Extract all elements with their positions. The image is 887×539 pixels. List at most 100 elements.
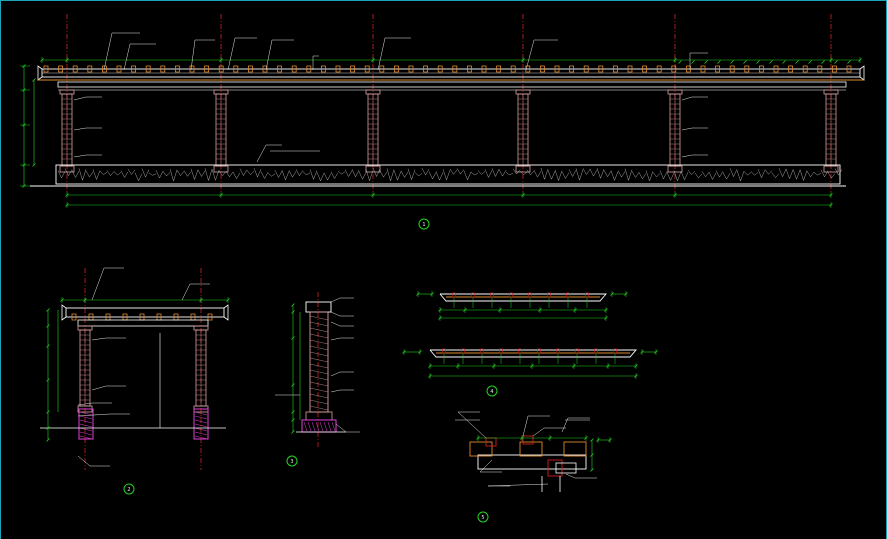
dimension-tick (418, 350, 422, 354)
dimension-tick (291, 383, 295, 387)
footing-hatch (194, 419, 208, 424)
purlin-spacing-tick (834, 60, 838, 64)
column-hatch (309, 405, 329, 411)
dimension-tick (46, 324, 50, 328)
purlin-block (335, 65, 341, 73)
top-callout (123, 43, 156, 71)
stone-joint (78, 168, 87, 181)
dimension-tick (219, 193, 223, 197)
purlin-block (207, 313, 213, 321)
stone-joint (365, 169, 374, 182)
stone-joint (813, 172, 822, 176)
beam-detail-drawing (402, 291, 658, 379)
dimension-tick (610, 292, 614, 296)
caption-number: 3 (290, 459, 293, 465)
dimension-tick (46, 308, 50, 312)
dimension-tick (32, 163, 36, 167)
dimension-tick (22, 88, 26, 92)
leader-line (265, 39, 273, 71)
bolt-plate-mid (522, 435, 534, 445)
purlin-block (729, 65, 735, 73)
purlin-block (102, 65, 107, 73)
purlin-block (233, 65, 239, 73)
beam-end-right (223, 304, 229, 321)
leader-line (330, 297, 341, 303)
top-callout (190, 39, 215, 71)
dimension-tick (673, 193, 677, 197)
beam-length-dimension (428, 373, 638, 379)
joint-callout (487, 483, 549, 487)
column-callout (681, 127, 708, 131)
stone-joint (505, 171, 514, 176)
dimension-tick (590, 468, 594, 472)
leader-line (522, 415, 529, 437)
purlin-block (846, 65, 852, 73)
rafter-end-left (469, 441, 493, 457)
stone-joint (792, 169, 801, 180)
beam-end-right (859, 65, 865, 81)
stone-joint (57, 170, 66, 179)
stone-joint (463, 170, 472, 181)
purlin-block (437, 65, 443, 73)
stone-joint (316, 172, 325, 182)
overall-dimension-chain (65, 202, 833, 208)
leader-line (335, 423, 347, 433)
leader-line (565, 473, 576, 479)
dimension-tick (634, 364, 638, 368)
bay-dimension-chain (65, 192, 833, 198)
stone-joint (428, 171, 437, 180)
stone-joint (141, 168, 150, 178)
leader-line (479, 459, 493, 473)
joint-callout (457, 411, 487, 439)
stone-joint (246, 170, 255, 175)
stone-joint (659, 170, 668, 180)
stone-joint (589, 168, 598, 177)
dimension-tick (428, 374, 432, 378)
section-callout (335, 423, 360, 433)
stone-joint (183, 170, 192, 177)
front-elevation-drawing (20, 14, 865, 208)
purlin-block (598, 65, 604, 73)
section-callout (330, 389, 354, 393)
top-callout (377, 37, 411, 71)
leader-line (256, 144, 267, 163)
column-base (667, 165, 683, 173)
column-callout (256, 144, 282, 163)
footing-section-left (78, 408, 94, 440)
dimension-tick (438, 308, 442, 312)
purlin-block (525, 65, 531, 73)
stone-joint (708, 171, 717, 180)
stone-joint (232, 171, 241, 180)
stone-joint (547, 170, 556, 180)
purlin-block (554, 65, 560, 73)
stone-joint (281, 170, 290, 181)
elevation-column (823, 89, 839, 173)
detail-callout (91, 385, 126, 391)
stone-joint (155, 170, 164, 179)
caption-circle (123, 483, 135, 495)
leader-line (487, 483, 549, 487)
purlin-block (306, 65, 312, 73)
detail-callout (77, 455, 110, 467)
stone-joint (169, 168, 178, 182)
stone-joint (729, 168, 738, 178)
purlin-block (788, 65, 793, 73)
dimension-tick (492, 364, 496, 368)
column-callout (73, 154, 102, 158)
dimension-tick (60, 298, 64, 302)
footing-hatch (194, 427, 208, 432)
footing-hatch (79, 411, 93, 416)
tie-beam (77, 319, 209, 327)
column-hatch (309, 381, 329, 387)
dimension-tick (596, 438, 600, 442)
stone-joint (64, 168, 73, 177)
stone-joint (624, 168, 633, 181)
stone-joint (827, 172, 836, 179)
purlin-block (423, 65, 429, 73)
stone-joint (337, 170, 346, 175)
footing-hatch (311, 421, 316, 432)
dimension-tick (22, 64, 26, 68)
dimension-tick (463, 308, 467, 312)
column-hatch (309, 351, 329, 357)
